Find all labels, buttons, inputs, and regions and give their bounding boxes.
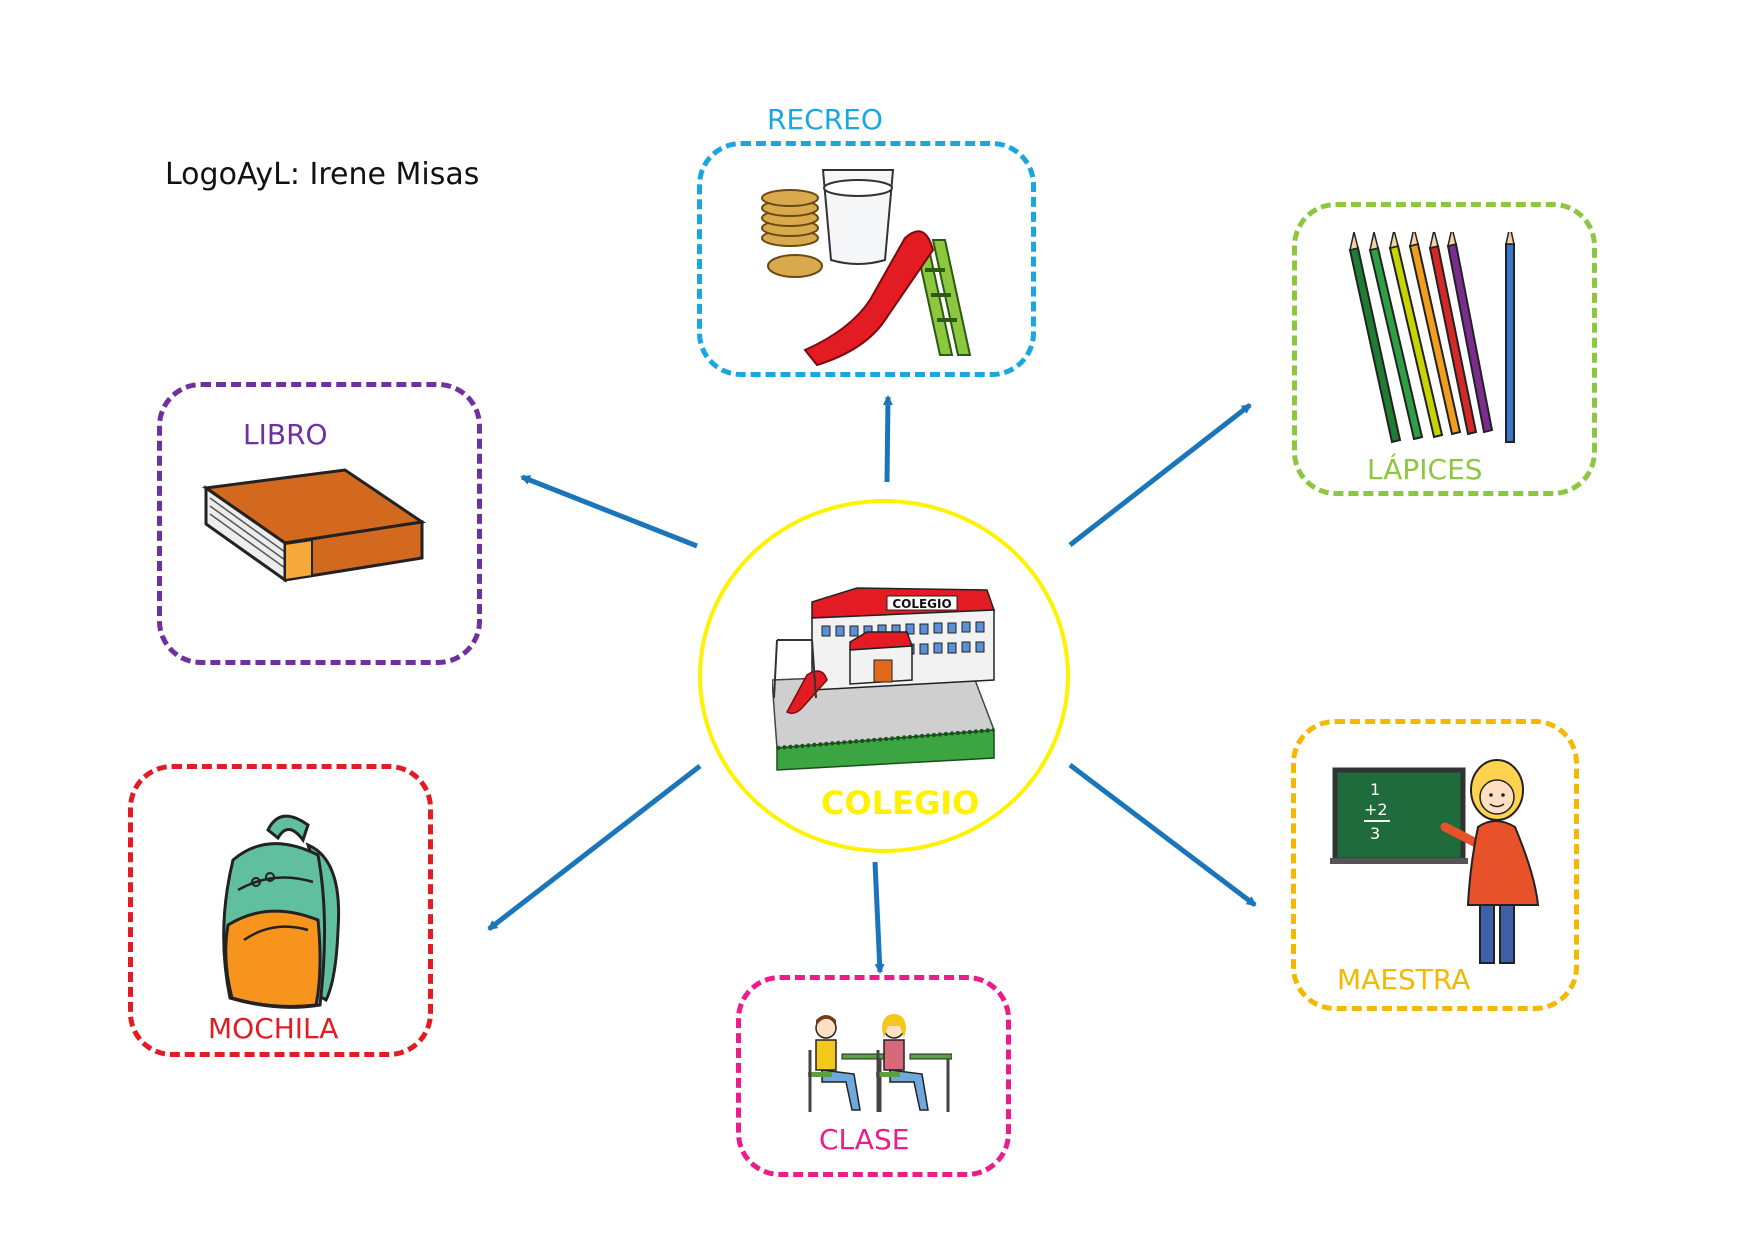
arrow-to-clase (872, 861, 885, 974)
node-label-libro: LIBRO (243, 418, 328, 451)
colored-pencils-icon (1348, 232, 1515, 444)
node-clase (736, 975, 1011, 1177)
node-label-lapices: LÁPICES (1367, 453, 1483, 486)
author-credit: LogoAyL: Irene Misas (165, 157, 480, 192)
chalkboard-line-1: 1 (1370, 780, 1380, 799)
node-mochila (128, 764, 433, 1057)
school-sign-text: COLEGIO (892, 597, 951, 611)
arrow-to-libro (520, 474, 698, 549)
chalkboard-line-2: +2 (1364, 800, 1388, 819)
backpack-icon (222, 814, 341, 1009)
node-libro (157, 382, 482, 665)
node-label-maestra: MAESTRA (1337, 963, 1471, 996)
student-boy (808, 1015, 885, 1112)
arrow-to-mochila (487, 764, 702, 931)
node-maestra (1291, 719, 1579, 1011)
arrow-to-maestra (1068, 763, 1257, 907)
snack-and-slide-icon (761, 169, 972, 367)
chalkboard-line-3: 3 (1370, 824, 1380, 843)
school-building-icon: COLEGIO (772, 587, 996, 771)
student-girl (876, 1014, 952, 1112)
node-label-recreo: RECREO (767, 103, 883, 136)
center-label: COLEGIO (821, 784, 980, 822)
center-node-colegio (698, 499, 1070, 853)
node-lapices (1292, 202, 1597, 496)
node-label-mochila: MOCHILA (208, 1012, 339, 1045)
teacher-icon: 1 +2 3 (1330, 759, 1540, 964)
node-recreo (697, 141, 1036, 377)
arrow-to-recreo (882, 395, 893, 483)
arrow-to-lapices (1068, 403, 1252, 547)
node-label-clase: CLASE (819, 1123, 910, 1156)
classroom-icon (808, 1014, 952, 1112)
book-icon (201, 468, 427, 583)
